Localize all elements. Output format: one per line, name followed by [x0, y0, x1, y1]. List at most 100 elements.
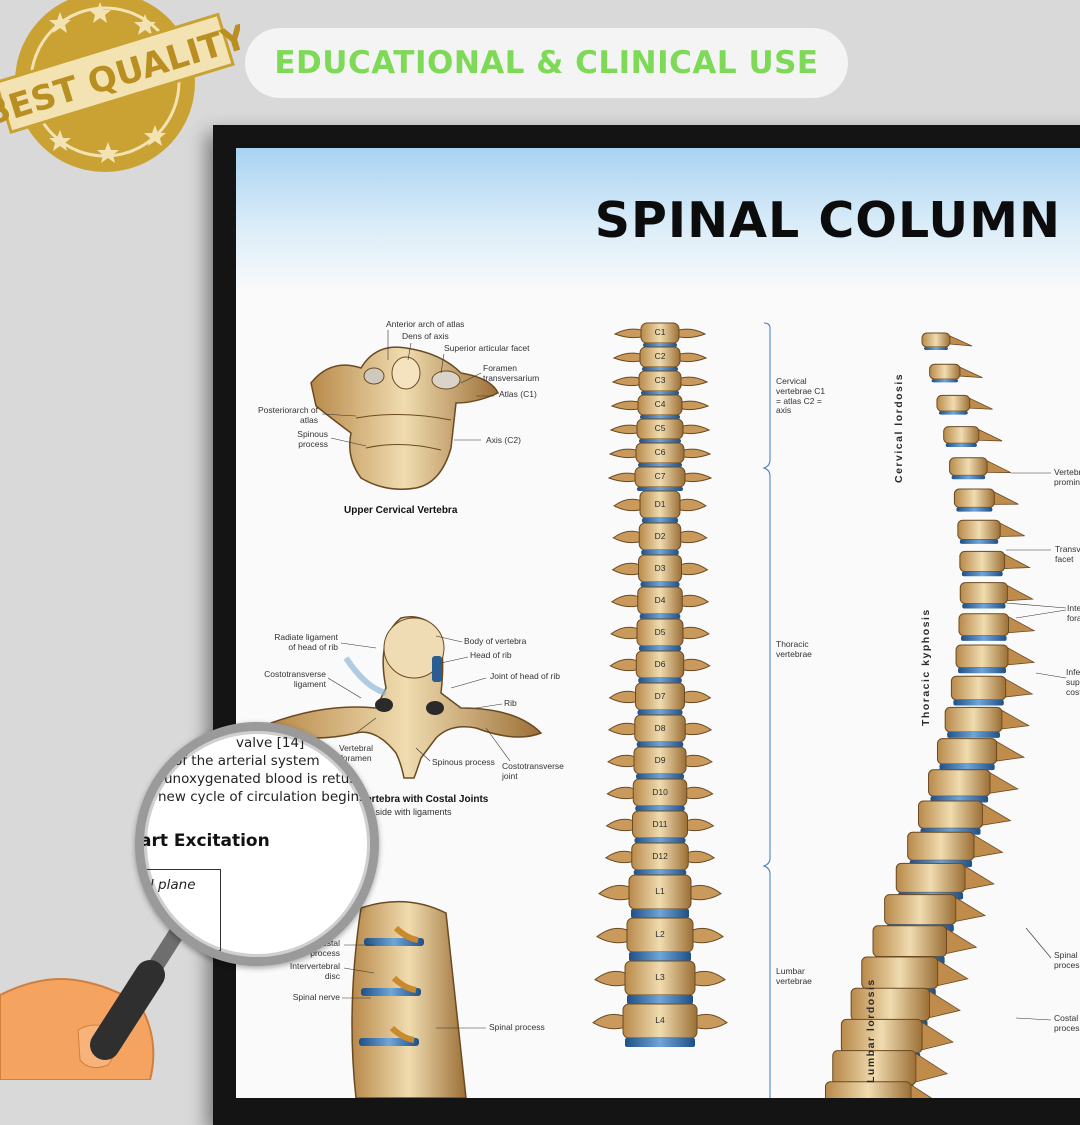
- banner-text: EDUCATIONAL & CLINICAL USE: [274, 45, 819, 81]
- side-vertebra-body: [917, 800, 983, 829]
- side-spinous-process: [978, 428, 1003, 442]
- segment-label: C6: [654, 447, 666, 457]
- label-axis: Axis (C2): [486, 435, 521, 445]
- caption-upper-cervical: Upper Cervical Vertebra: [344, 505, 458, 516]
- label-transverse-facet: Transv facet: [1055, 544, 1080, 564]
- side-intervertebral-disc: [951, 475, 986, 480]
- side-intervertebral-disc: [939, 764, 995, 771]
- side-spinous-process: [969, 397, 993, 410]
- side-spinous-process: [915, 1052, 949, 1083]
- best-quality-badge: BEST QUALITY: [0, 0, 240, 172]
- side-spinous-process: [1007, 647, 1036, 666]
- side-vertebra-body: [959, 550, 1006, 573]
- side-spinous-process: [1008, 616, 1036, 634]
- side-intervertebral-disc: [938, 411, 968, 415]
- label-inferior-facet: Infe supe cost: [1066, 667, 1080, 697]
- side-vertebra-body: [850, 987, 931, 1022]
- magnified-line-4: new cycle of circulation begins.: [158, 789, 371, 805]
- intervertebral-disc: [640, 415, 680, 419]
- label-lumbar-region: Lumbar vertebrae: [776, 966, 812, 986]
- side-vertebra-body: [928, 769, 991, 797]
- label-vertebra-prominens: Vertebra prominens: [1054, 467, 1080, 487]
- star-icon: [49, 2, 166, 163]
- segment-label: D5: [654, 626, 666, 637]
- magnified-line-2: of the arterial system: [174, 753, 320, 769]
- side-intervertebral-disc: [945, 443, 977, 447]
- anatomy-artwork: [270, 322, 1067, 1098]
- intervertebral-disc: [639, 614, 681, 619]
- lumbar-detail-illustration: [351, 900, 467, 1098]
- side-spinous-process: [993, 491, 1019, 505]
- side-spinous-process: [1001, 709, 1031, 730]
- side-spinous-process: [982, 803, 1012, 826]
- side-spinous-process: [964, 865, 995, 890]
- side-vertebra-body: [955, 644, 1009, 669]
- magnifier-lens: valve [14] of the arterial system unoxyg…: [135, 722, 379, 966]
- label-body-vertebra: Body of vertebra: [464, 636, 527, 646]
- side-vertebra-body: [921, 332, 951, 348]
- side-intervertebral-disc: [961, 571, 1003, 577]
- label-cervical-lordosis: Cervical lordosis: [893, 372, 905, 483]
- segment-label: L1: [655, 886, 665, 896]
- poster-title: SPINAL COLUMN: [594, 192, 1061, 249]
- caption-thoracic: Vertebra with Costal Joints: [360, 794, 489, 805]
- segment-label: L3: [655, 972, 665, 982]
- intervertebral-disc: [642, 518, 678, 523]
- side-spinous-process: [986, 460, 1011, 473]
- intervertebral-disc: [637, 487, 683, 491]
- label-head-rib: Head of rib: [470, 650, 512, 660]
- side-intervertebral-disc: [947, 731, 1000, 738]
- label-rib: Rib: [504, 698, 517, 708]
- side-vertebra-body: [957, 519, 1001, 540]
- side-intervertebral-disc: [960, 635, 1007, 641]
- label-spinal-process-side: Spinal proces: [1054, 950, 1080, 970]
- thoracic-vertebra-illustration: [270, 616, 543, 779]
- magnified-line-3: unoxygenated blood is retur: [164, 771, 355, 787]
- magnified-heading: art Excitation: [140, 831, 270, 851]
- side-spinous-process: [946, 928, 978, 955]
- label-thoracic-kyphosis: Thoracic kyphosis: [920, 608, 932, 726]
- side-spinous-process: [999, 522, 1025, 537]
- segment-label: C2: [654, 351, 666, 361]
- label-thoracic-region: Thoracic vertebrae: [776, 639, 812, 659]
- intervertebral-disc: [638, 678, 682, 683]
- segment-label: C7: [654, 471, 666, 481]
- segment-label: D2: [654, 530, 666, 541]
- segment-label: D4: [654, 594, 666, 605]
- banner-pill: EDUCATIONAL & CLINICAL USE: [245, 28, 848, 98]
- side-vertebra-body: [943, 426, 980, 444]
- segment-label: C5: [654, 423, 666, 433]
- side-spinous-process: [959, 366, 983, 379]
- label-lumbar-lordosis: Lumbar lordosis: [865, 978, 877, 1083]
- intervertebral-disc: [636, 742, 684, 747]
- side-spinous-process: [921, 1021, 954, 1051]
- intervertebral-disc: [625, 1038, 695, 1047]
- side-vertebra-body: [929, 363, 961, 380]
- side-vertebra-body: [950, 675, 1007, 701]
- side-spinous-process: [955, 896, 987, 922]
- label-posterior-arch: Posteriorarch of atlas: [258, 405, 318, 425]
- segment-label: C3: [654, 375, 666, 385]
- segment-label: D9: [654, 754, 666, 765]
- side-vertebra-body: [884, 894, 957, 925]
- intervertebral-disc: [639, 439, 681, 443]
- label-foramen: Foramen transversarium: [483, 363, 540, 383]
- segment-label: D1: [654, 498, 666, 509]
- side-vertebra-body: [958, 613, 1010, 637]
- side-intervertebral-disc: [953, 699, 1004, 706]
- intervertebral-disc: [635, 806, 685, 811]
- label-dens: Dens of axis: [402, 331, 449, 341]
- side-vertebra-body: [936, 394, 971, 412]
- side-spinous-process: [1004, 553, 1031, 569]
- side-vertebra-body: [895, 862, 966, 893]
- subcaption-thoracic: ft side with ligaments: [368, 807, 452, 817]
- region-brackets: [762, 322, 771, 1098]
- segment-label: D3: [654, 562, 666, 573]
- label-atlas: Atlas (C1): [499, 389, 537, 399]
- segment-label: D8: [654, 722, 666, 733]
- side-intervertebral-disc: [931, 379, 959, 383]
- label-intervertebral-disc: Intervertebral disc: [289, 961, 340, 981]
- intervertebral-disc: [627, 995, 693, 1004]
- side-intervertebral-disc: [924, 347, 948, 350]
- intervertebral-disc: [634, 838, 686, 843]
